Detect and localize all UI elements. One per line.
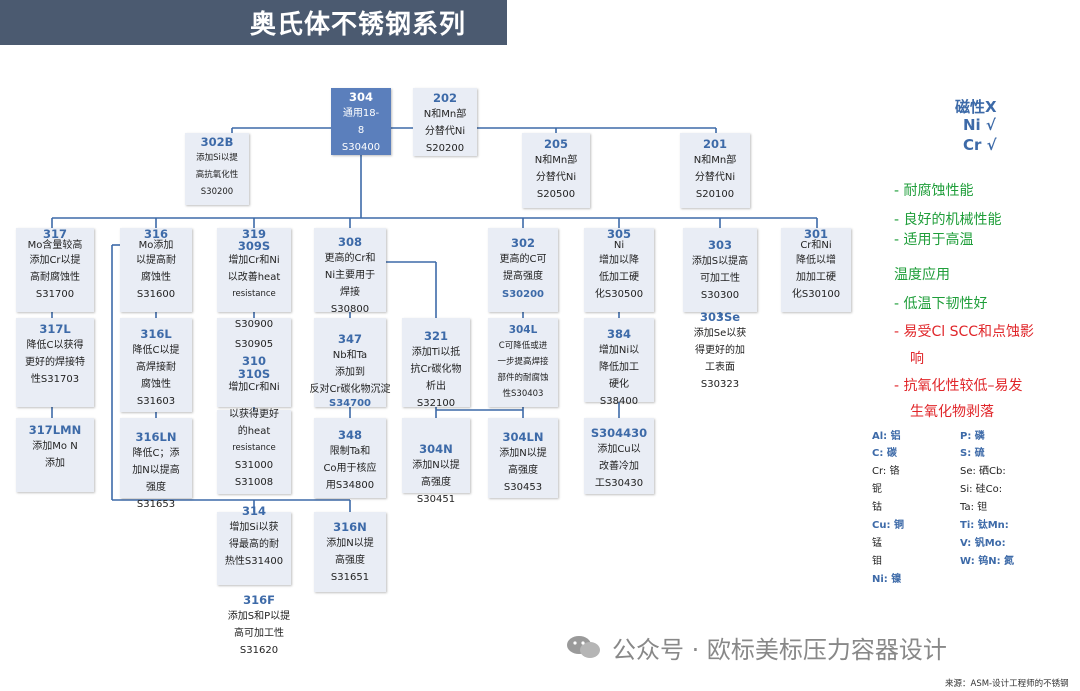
- node-316ln: 316LN 降低C；添 加N以提高 强度 S31653: [120, 418, 192, 510]
- property-scc-cont: 响: [910, 351, 924, 367]
- page-title: 奥氏体不锈钢系列: [250, 10, 467, 40]
- element-cr: Cr: 铬: [872, 466, 900, 477]
- node-321: 321 添加Ti以抵 抗Cr碳化物 析出 S32100: [402, 318, 470, 409]
- node-308: 308 更高的Cr和 Ni主要用于 焊接 S30800: [314, 228, 386, 315]
- magnetism-label: 磁性X: [955, 98, 997, 116]
- source-caption: 来源：ASM-设计工程师的不锈钢: [945, 679, 1069, 689]
- magnetism-ni: Ni √: [963, 116, 996, 134]
- node-309s: S30900 S30905 310 310S 增加Cr和Ni: [217, 318, 291, 407]
- element-w: W: 钨N: 氮: [960, 556, 1015, 567]
- node-205: 205 N和Mn部 分替代Ni S20500: [522, 133, 590, 208]
- property-scc: - 易受Cl SCC和点蚀影: [894, 324, 1035, 340]
- node-303: 303 添加S以提高 可加工性 S30300: [683, 228, 757, 312]
- property-oxidation-cont: 生氧化物剥落: [910, 404, 994, 420]
- element-p: P: 磷: [960, 431, 985, 442]
- element-ta: Ta: 钽: [960, 502, 988, 513]
- element-al: Al: 铝: [872, 431, 901, 442]
- property-high-temp: - 适用于高温: [894, 232, 974, 248]
- node-347: 347 Nb和Ta 添加到 反对Cr碳化物沉淀 S34700: [309, 318, 391, 409]
- node-348: 348 限制Ta和 Co用于核应 用S34800: [314, 418, 386, 498]
- node-316l: 316L 降低C以提 高焊接耐 腐蚀性 S31603: [120, 318, 192, 412]
- property-mechanical: - 良好的机械性能: [894, 212, 1002, 228]
- node-305: 305 Ni 增加以降 低加工硬 化S30500: [584, 228, 654, 312]
- element-cu: Cu: 铜: [872, 520, 904, 531]
- element-c: C: 碳: [872, 448, 897, 459]
- property-corrosion: - 耐腐蚀性能: [894, 183, 974, 199]
- element-co: 钴: [872, 502, 882, 513]
- property-low-temp-toughness: - 低温下韧性好: [894, 296, 988, 312]
- watermark-text: 公众号 · 欧标美标压力容器设计: [612, 636, 947, 664]
- element-s: S: 硫: [960, 448, 985, 459]
- node-304l: 304L C可降低或进 一步提高焊接 部件的耐腐蚀 性S30403: [488, 318, 558, 407]
- node-319: 319 309S 增加Cr和Ni 以改善heat resistance: [217, 228, 291, 312]
- property-oxidation: - 抗氧化性较低–易发: [894, 378, 1023, 394]
- element-si: Si: 硅Co:: [960, 484, 1003, 495]
- node-201: 201 N和Mn部 分替代Ni S20100: [680, 133, 750, 208]
- node-301: 301 Cr和Ni 降低以增 加加工硬 化S30100: [781, 228, 851, 312]
- node-310: 以获得更好 的heat resistance S31000 S31008: [217, 409, 291, 494]
- element-ti: Ti: 钛Mn:: [960, 520, 1009, 531]
- node-316f: 316F 添加S和P以提 高可加工性 S31620: [227, 593, 291, 656]
- node-317: 317 Mo含量较高 添加Cr以提 高耐腐蚀性 S31700: [16, 228, 94, 312]
- element-se: Se: 硒Cb:: [960, 466, 1006, 477]
- element-nb: 铌: [872, 484, 882, 495]
- node-384: 384 增加Ni以 降低加工 硬化 S38400: [584, 318, 654, 407]
- element-v: V: 钒Mo:: [960, 538, 1006, 549]
- title-banner: 奥氏体不锈钢系列: [0, 0, 507, 45]
- node-s304430: S304430 添加Cu以 改善冷加 工S30430: [584, 418, 654, 494]
- node-314: 314 增加Si以获 得最高的耐 热性S31400: [217, 504, 291, 585]
- node-316: 316 Mo添加 以提高耐 腐蚀性 S31600: [120, 228, 192, 312]
- magnetism-cr: Cr √: [963, 136, 997, 154]
- node-302: 302 更高的C可 提高强度 S30200: [488, 228, 558, 312]
- node-302b: 302B 添加Si以提 高抗氧化性 S30200: [185, 133, 249, 205]
- node-317l: 317L 降低C以获得 更好的焊接特 性S31703: [16, 318, 94, 407]
- node-303se: 303Se 添加Se以获 得更好的加 工表面 S30323: [693, 310, 747, 390]
- node-304n: 304N 添加N以提 高强度 S30451: [402, 418, 470, 505]
- wechat-icon: [567, 636, 600, 658]
- node-317lmn: 317LMN 添加Mo N 添加: [16, 418, 94, 492]
- element-mo: 钼: [872, 556, 882, 567]
- element-mn: 锰: [872, 538, 882, 549]
- node-316n: 316N 添加N以提 高强度 S31651: [314, 512, 386, 592]
- node-304: 304 通用18- 8 S30400: [331, 88, 391, 155]
- element-ni: Ni: 镍: [872, 574, 902, 585]
- node-304ln: 304LN 添加N以提 高强度 S30453: [488, 418, 558, 498]
- node-202: 202 N和Mn部 分替代Ni S20200: [413, 88, 477, 156]
- property-temp-application: 温度应用: [894, 267, 950, 283]
